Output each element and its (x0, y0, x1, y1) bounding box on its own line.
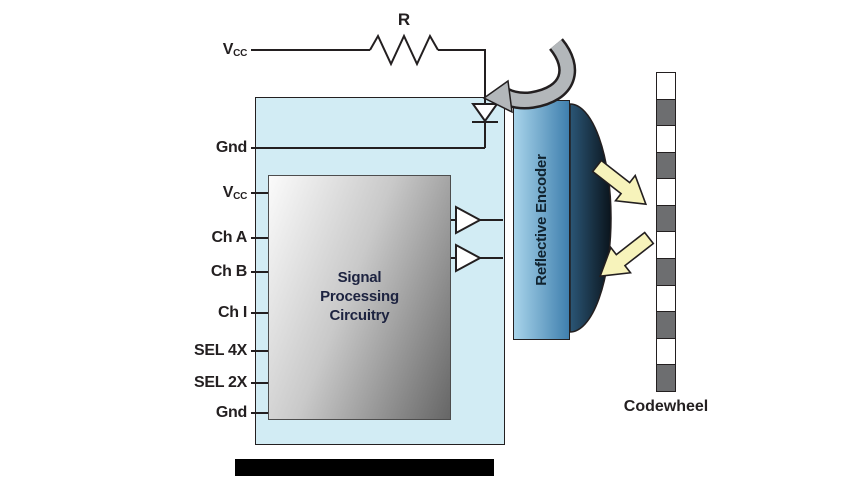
pin-text: Ch I (217, 304, 247, 321)
codewheel-segment (657, 204, 675, 232)
codewheel-segment (657, 178, 675, 205)
reflected-light-arrow (598, 231, 655, 278)
codewheel-label: Codewheel (623, 398, 709, 415)
codewheel-segment (657, 284, 675, 312)
pin-text: V (222, 41, 234, 58)
pin-label-sel-2x: SEL 2X (152, 373, 247, 393)
codewheel-segment (657, 311, 675, 338)
codewheel-segment (657, 151, 675, 179)
pin-text: SEL 2X (193, 374, 247, 391)
codewheel-segment (657, 364, 675, 391)
codewheel-segment (657, 98, 675, 126)
codewheel-segment (657, 258, 675, 285)
codewheel-segment (657, 231, 675, 259)
codewheel-segment (657, 73, 675, 99)
pin-label-gnd-bottom: Gnd (152, 403, 247, 423)
pin-label-ch-i: Ch I (152, 303, 247, 323)
pin-subscript: CC (233, 191, 247, 202)
pin-text: Ch A (211, 229, 247, 246)
signal-processing-label: Signal Processing Circuitry (320, 269, 399, 324)
pin-label-ch-b: Ch B (152, 262, 247, 282)
pin-label-vcc: VCC (152, 183, 248, 203)
pin-text: Gnd (215, 404, 247, 421)
reflective-encoder-label: Reflective Encoder (533, 154, 550, 286)
pin-label-gnd-top: Gnd (152, 138, 247, 158)
vcc-wire (251, 49, 486, 104)
encoder-lens-dome (569, 103, 612, 333)
codewheel-segment (657, 337, 675, 365)
pin-text: SEL 4X (193, 342, 247, 359)
pin-text: Gnd (215, 139, 247, 156)
redacted-caption-bar (235, 459, 494, 476)
resistor-symbol (369, 33, 439, 67)
pin-text: Ch B (210, 263, 247, 280)
pin-label-ch-a: Ch A (152, 228, 247, 248)
reflective-encoder-block (513, 100, 570, 340)
codewheel-segment (657, 125, 675, 152)
pin-subscript: CC (233, 48, 247, 59)
pin-label-sel-4x: SEL 4X (152, 341, 247, 361)
codewheel-strip (656, 72, 676, 392)
pin-label-vcc-top: VCC (152, 40, 248, 60)
resistor-label: R (397, 10, 411, 29)
signal-processing-block: Signal Processing Circuitry (268, 175, 451, 420)
pin-text: V (222, 184, 234, 201)
incident-light-arrow (591, 159, 648, 206)
